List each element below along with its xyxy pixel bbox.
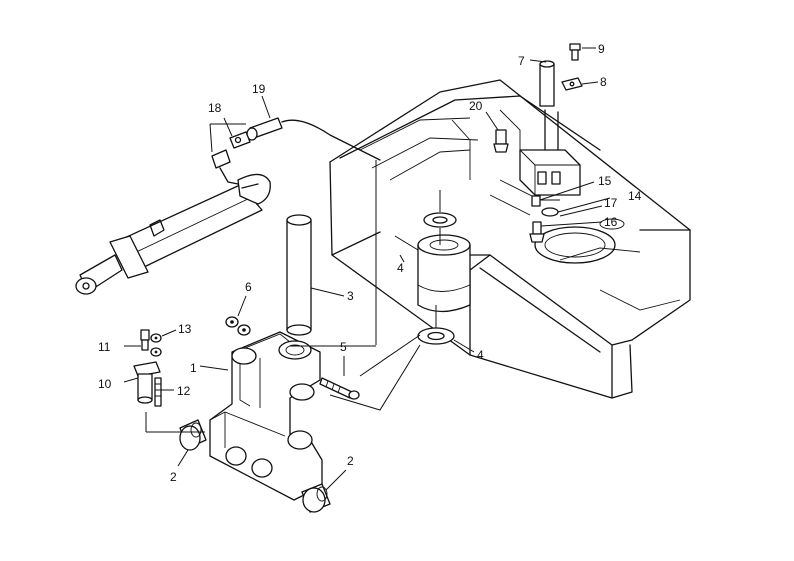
callout-4-lower: 4	[477, 348, 484, 362]
callout-9: 9	[598, 42, 605, 56]
main-pin-3	[286, 214, 312, 336]
assembly-lines	[145, 160, 441, 433]
chassis-frame	[329, 79, 691, 399]
bolt-9	[569, 43, 581, 61]
callout-2-left: 2	[170, 470, 177, 484]
valve-block	[519, 109, 581, 196]
callout-11: 11	[98, 340, 111, 354]
nuts-6	[225, 316, 251, 336]
grease-fittings-10-13	[133, 329, 162, 407]
callout-3: 3	[347, 289, 354, 303]
callout-4-upper: 4	[397, 261, 404, 275]
callout-5: 5	[340, 340, 347, 354]
bushing-2-right	[301, 483, 331, 513]
leader-lines	[123, 47, 611, 491]
callout-8: 8	[600, 75, 607, 89]
washer-lower	[417, 327, 455, 345]
callout-13: 13	[178, 322, 192, 336]
callout-14: 14	[628, 189, 642, 203]
hydraulic-cylinder	[75, 173, 271, 295]
callout-12: 12	[177, 384, 191, 398]
callout-15: 15	[598, 174, 612, 188]
hose-fitting-19	[246, 117, 381, 161]
elbow-fittings-18	[211, 131, 251, 185]
callout-18: 18	[208, 101, 222, 115]
callout-10: 10	[98, 377, 112, 391]
callout-16: 16	[604, 215, 618, 229]
bolt-5	[319, 377, 360, 400]
pivot-bracket-1	[209, 331, 323, 501]
bushing-2-left	[179, 419, 207, 451]
fitting-20	[493, 129, 509, 153]
callout-7: 7	[518, 54, 525, 68]
callout-1: 1	[190, 361, 197, 375]
callouts: 1 2 2 3 4 4 5 6 7 8 9 10 11 12 13 14 15 …	[98, 42, 642, 484]
callout-17: 17	[604, 196, 618, 210]
pivot-boss	[417, 234, 491, 313]
fittings-14-17	[529, 195, 625, 243]
callout-6: 6	[245, 280, 252, 294]
callout-2-right: 2	[347, 454, 354, 468]
callout-19: 19	[252, 82, 266, 96]
pin-7	[539, 60, 555, 107]
washer-upper	[423, 212, 457, 228]
lock-plate-8	[561, 77, 583, 91]
callout-20: 20	[469, 99, 483, 113]
